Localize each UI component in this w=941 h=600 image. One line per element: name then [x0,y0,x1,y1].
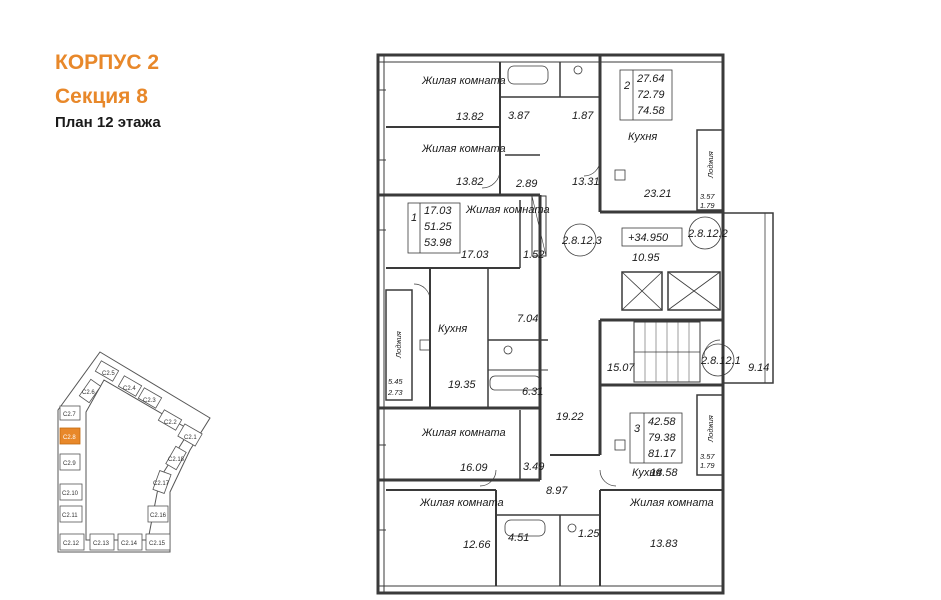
floor-plan [376,53,774,595]
sp-label: С2.15 [149,541,166,547]
room-living-3-label: Жилая комната [465,204,550,216]
area-value: 1.25 [578,528,600,540]
loggia-area: 1.79 [700,201,715,210]
sp-label: С2.14 [121,541,138,547]
area-value: 8.97 [546,485,568,497]
sp-label: С2.5 [102,371,115,377]
loggia-1-label: Лоджия [706,151,715,179]
loggia-2-label: Лоджия [394,331,403,359]
loggia-3-label: Лоджия [706,415,715,443]
markers: 2.8.12.3 2.8.12.2 2.8.12.1 +34.950 [561,228,741,367]
apt-total: 79.38 [648,432,676,444]
area-value: 19.35 [448,379,476,391]
room-living-4-label: Жилая комната [421,427,506,439]
room-kitchen-2-label: Кухня [438,323,467,335]
sp-label: С2.10 [62,491,79,497]
apt-full: 81.17 [648,448,676,460]
sp-label: С2.4 [123,386,136,392]
sp-label: С2.18 [168,457,185,463]
room-labels: Жилая комната Жилая комната Жилая комнат… [394,75,715,509]
sp-label: С2.13 [93,541,110,547]
site-plan-labels: С2.5 С2.6 С2.4 С2.3 С2.7 С2.8 С2.2 С2.1 … [62,371,197,547]
area-value: 17.03 [461,249,489,261]
apt-full: 74.58 [637,105,665,117]
sp-label: С2.12 [63,541,80,547]
area-value: 23.21 [643,188,672,200]
apt-living: 27.64 [636,73,665,85]
loggia-area: 3.57 [700,452,715,461]
loggia-area: 3.57 [700,192,715,201]
area-value: 1.52 [523,249,544,261]
area-value: 13.82 [456,176,484,188]
area-value: 9.14 [748,362,769,374]
area-value: 3.87 [508,110,530,122]
area-value: 15.07 [607,362,635,374]
area-value: 6.31 [522,386,543,398]
sp-label: С2.1 [184,435,197,441]
area-value: 16.09 [460,462,488,474]
marker-label: 2.8.12.1 [700,355,741,367]
building-title: КОРПУС 2 [55,51,159,74]
area-value: 4.51 [508,532,529,544]
apt-full: 53.98 [424,237,452,249]
area-value: 12.66 [463,539,491,551]
sp-label: С2.7 [63,412,76,418]
area-value: 18.58 [650,467,678,479]
apt-no: 3 [634,423,641,435]
sp-label: С2.6 [82,390,95,396]
sp-label-highlighted: С2.8 [63,435,76,441]
apt-living: 42.58 [648,416,676,428]
floor-title: План 12 этажа [55,114,161,131]
sp-label: С2.2 [164,420,177,426]
area-value: 19.22 [556,411,584,423]
room-living-2-label: Жилая комната [421,143,506,155]
area-value: 1.87 [572,110,594,122]
loggia-area: 5.45 [388,377,403,386]
sp-label: С2.9 [63,461,76,467]
area-value: 13.82 [456,111,484,123]
apt-no: 1 [411,212,417,224]
elevation-mark: +34.950 [628,232,669,244]
room-kitchen-1-label: Кухня [628,131,657,143]
room-living-5-label: Жилая комната [419,497,504,509]
sp-label: С2.11 [62,513,78,519]
area-value: 3.49 [523,461,544,473]
area-value: 7.04 [517,313,538,325]
room-living-1-label: Жилая комната [421,75,506,87]
loggia-area: 1.79 [700,461,715,470]
area-values: 13.82 3.87 1.87 13.82 2.89 13.31 23.21 1… [387,110,769,551]
marker-label: 2.8.12.3 [561,235,603,247]
area-value: 2.89 [515,178,537,190]
area-value: 13.83 [650,538,678,550]
apt-total: 72.79 [637,89,665,101]
site-plan-sections [59,360,203,551]
loggia-area: 2.73 [387,388,403,397]
apt-total: 51.25 [424,221,452,233]
marker-label: 2.8.12.2 [687,228,728,240]
apt-living: 17.03 [424,205,452,217]
area-value: 10.95 [632,252,660,264]
sp-label: С2.16 [150,513,167,519]
sp-label: С2.17 [153,481,170,487]
room-living-6-label: Жилая комната [629,497,714,509]
room-kitchen-3-label: Кухня [632,467,661,479]
apartment-info: 2 27.64 72.79 74.58 1 17.03 51.25 53.98 … [411,73,676,460]
apt-no: 2 [623,80,630,92]
sp-label: С2.3 [143,398,156,404]
area-value: 13.31 [572,176,600,188]
section-title: Секция 8 [55,85,148,108]
